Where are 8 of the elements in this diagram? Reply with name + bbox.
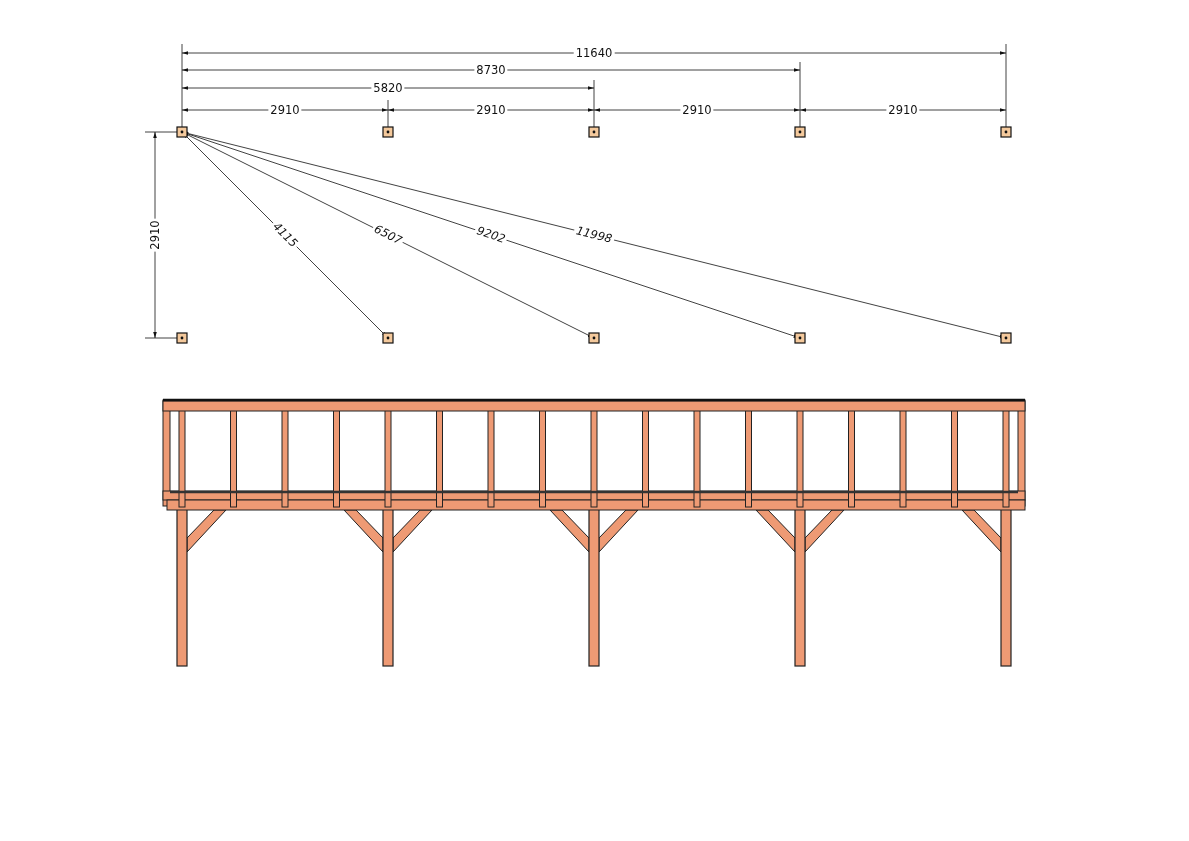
dimension-label: 5820 bbox=[371, 81, 405, 95]
dimension-label: 2910 bbox=[148, 218, 162, 252]
dimension-label: 11640 bbox=[573, 46, 615, 60]
dimension-label: 2910 bbox=[680, 103, 714, 117]
dimension-label: 2910 bbox=[886, 103, 920, 117]
dimension-label: 2910 bbox=[474, 103, 508, 117]
dimension-label: 2910 bbox=[268, 103, 302, 117]
dimension-label: 8730 bbox=[474, 63, 508, 77]
